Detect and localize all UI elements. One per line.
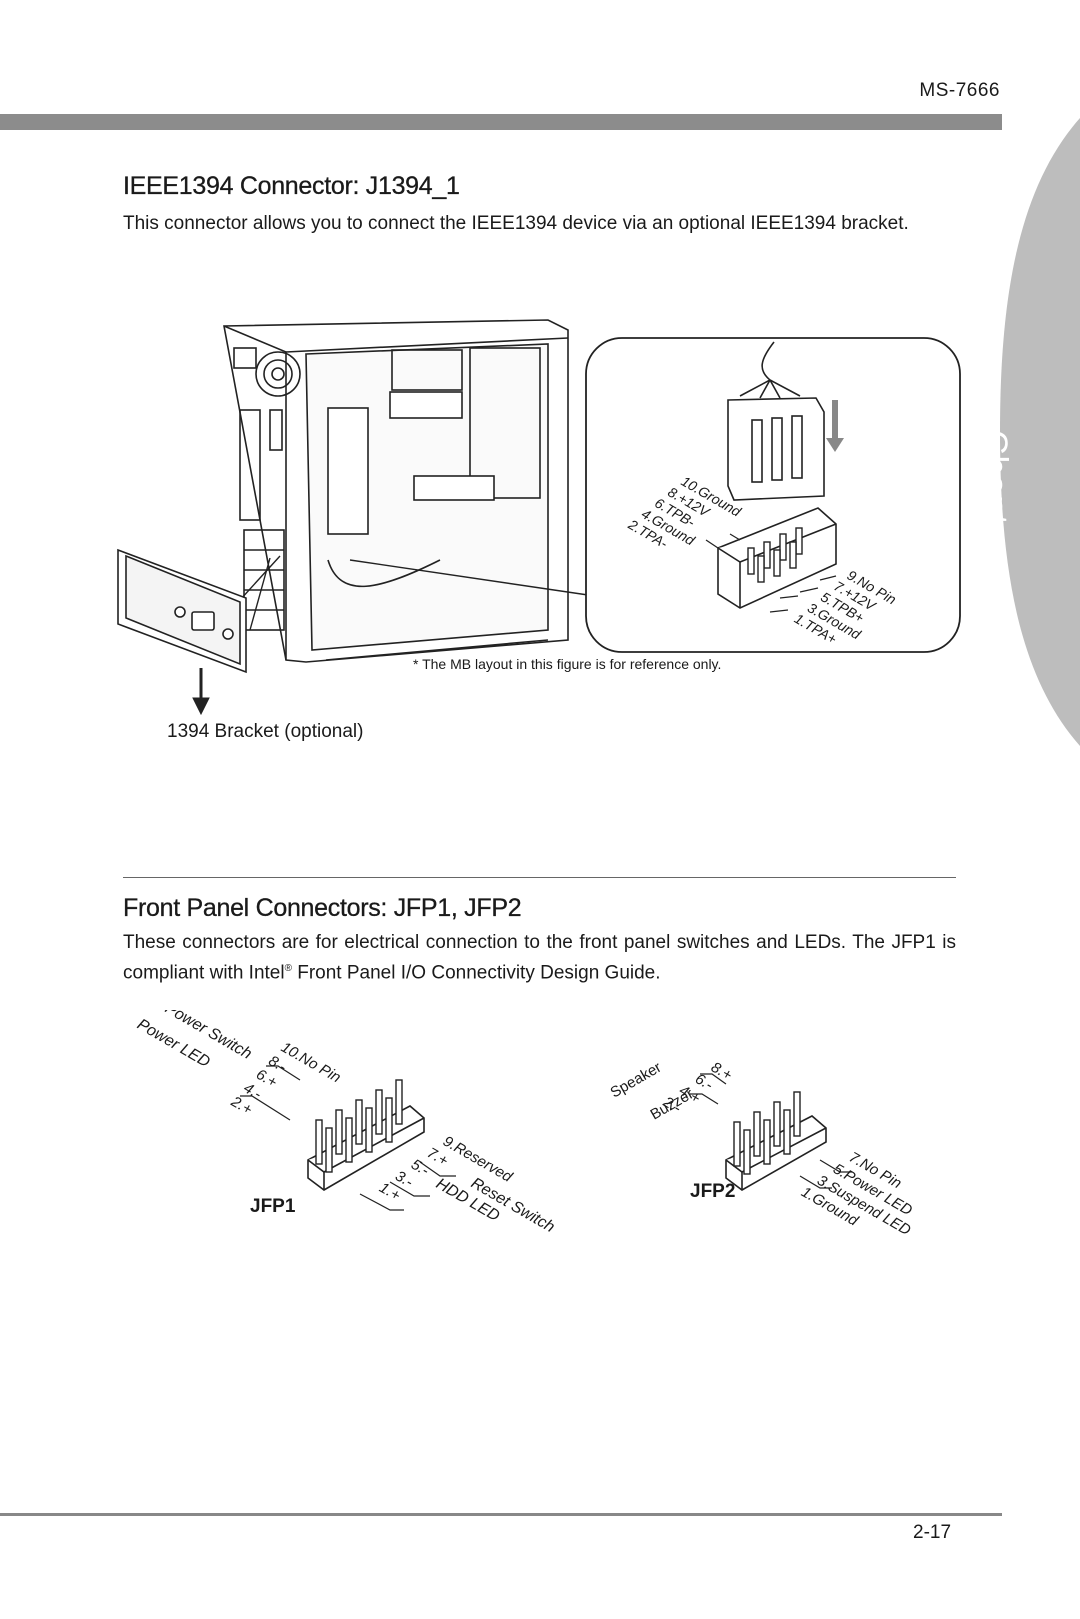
ieee1394-pin-header [717, 507, 837, 609]
page-number: 2-17 [913, 1522, 952, 1543]
jfp1-pin-header [307, 1079, 425, 1191]
reference-note: * The MB layout in this figure is for re… [413, 656, 722, 672]
section-divider [123, 877, 956, 878]
section-title-ieee1394: IEEE1394 Connector: J1394_1 [123, 172, 460, 200]
pin-label: 2.- [659, 1093, 684, 1117]
ieee1394-illustration: 10.Ground 8.+12V 6.TPB- 4.Ground 2.TPA- … [117, 319, 961, 716]
pin-label: 4.- [241, 1080, 265, 1103]
jfp2-pins-right: 7.No Pin 5.Power LED 3.Suspend LED 1.Gro… [798, 1149, 915, 1240]
bracket-label: 1394 Bracket (optional) [167, 721, 364, 742]
section-title-front-panel: Front Panel Connectors: JFP1, JFP2 [123, 894, 522, 922]
jfp2-pin-header [725, 1091, 827, 1191]
speaker-label: Speaker [608, 1059, 665, 1102]
pin-label: 3.- [392, 1168, 416, 1191]
arrow-down-icon [192, 668, 210, 716]
jfp2-label: JFP2 [690, 1181, 735, 1202]
pin-label: 8.- [266, 1052, 290, 1075]
front-panel-illustration: Power Switch Power LED 10.No Pin 8.- 6.+… [134, 1010, 915, 1240]
1394-bracket-illustration [117, 548, 247, 674]
header-bar [0, 114, 1002, 130]
ieee1394-description: This connector allows you to connect the… [123, 213, 909, 234]
pc-case-illustration [223, 319, 569, 663]
pin-label: 6.- [692, 1070, 716, 1093]
jfp2-group-labels: Speaker [608, 1059, 665, 1102]
arrow-down-icon [826, 400, 844, 452]
front-panel-description: These connectors are for electrical conn… [123, 932, 956, 984]
1394-cable-plug [727, 341, 825, 501]
chapter-tab [1000, 118, 1080, 746]
footer-bar [0, 1513, 1002, 1516]
jfp1-group-labels-left: Power Switch Power LED [134, 1010, 254, 1071]
model-number: MS-7666 [919, 80, 1000, 101]
jfp1-label: JFP1 [250, 1196, 296, 1217]
jfp2-pins-left: 8.+ 6.- 4.+ 2.- [659, 1059, 735, 1117]
pin-label: 5.- [408, 1156, 432, 1179]
